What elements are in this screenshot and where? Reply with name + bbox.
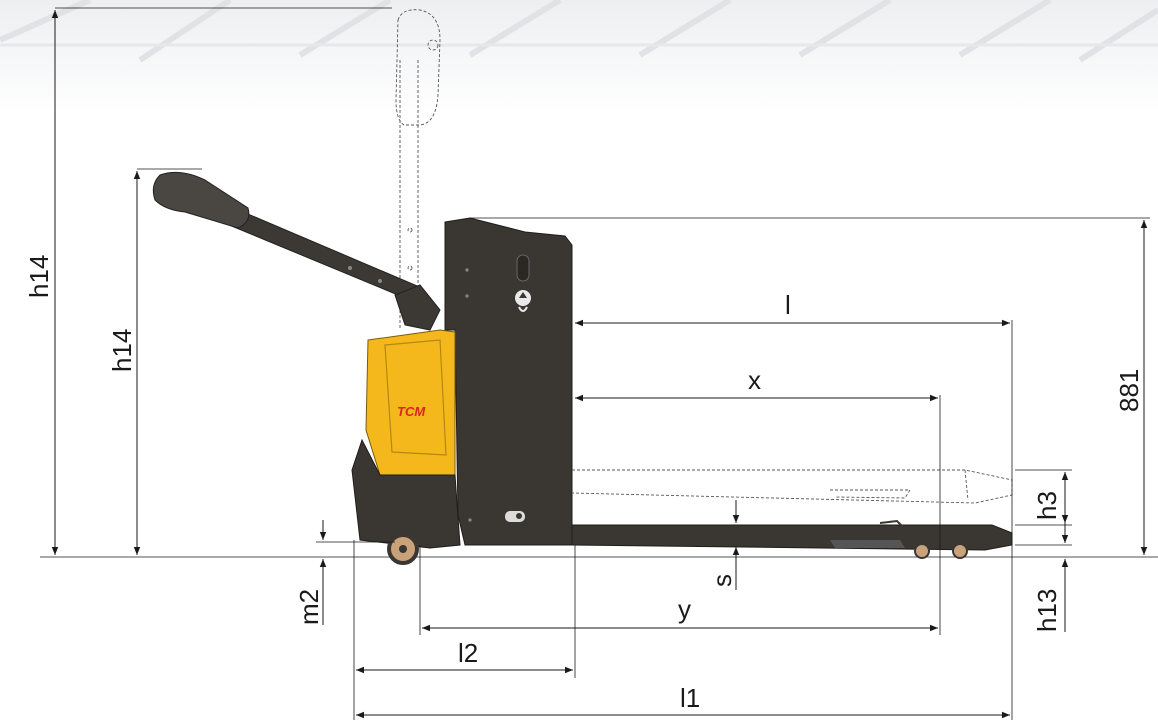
- m2-label: m2: [294, 589, 324, 625]
- l1-label: l1: [680, 683, 700, 713]
- yellow-cover: TCM: [365, 329, 456, 476]
- h14-label: h14: [24, 255, 54, 298]
- h14-tilted-label: h14: [107, 329, 137, 372]
- l-label: l: [785, 290, 791, 320]
- h3-label: h3: [1032, 491, 1062, 520]
- y-label: y: [678, 594, 691, 624]
- l2-label: l2: [458, 638, 478, 668]
- background-structure: [0, 0, 1158, 110]
- tiller-arm: [152, 171, 441, 331]
- drive-unit: [351, 438, 461, 565]
- x-label: x: [748, 365, 761, 395]
- brand-logo: TCM: [397, 404, 426, 419]
- overall-height-label: 881: [1114, 369, 1144, 412]
- fork-raised-outline: [571, 469, 1013, 504]
- mast-body: [444, 217, 573, 546]
- h13-label: h13: [1032, 589, 1062, 632]
- s-label: s: [707, 574, 737, 587]
- fork: [571, 519, 1013, 559]
